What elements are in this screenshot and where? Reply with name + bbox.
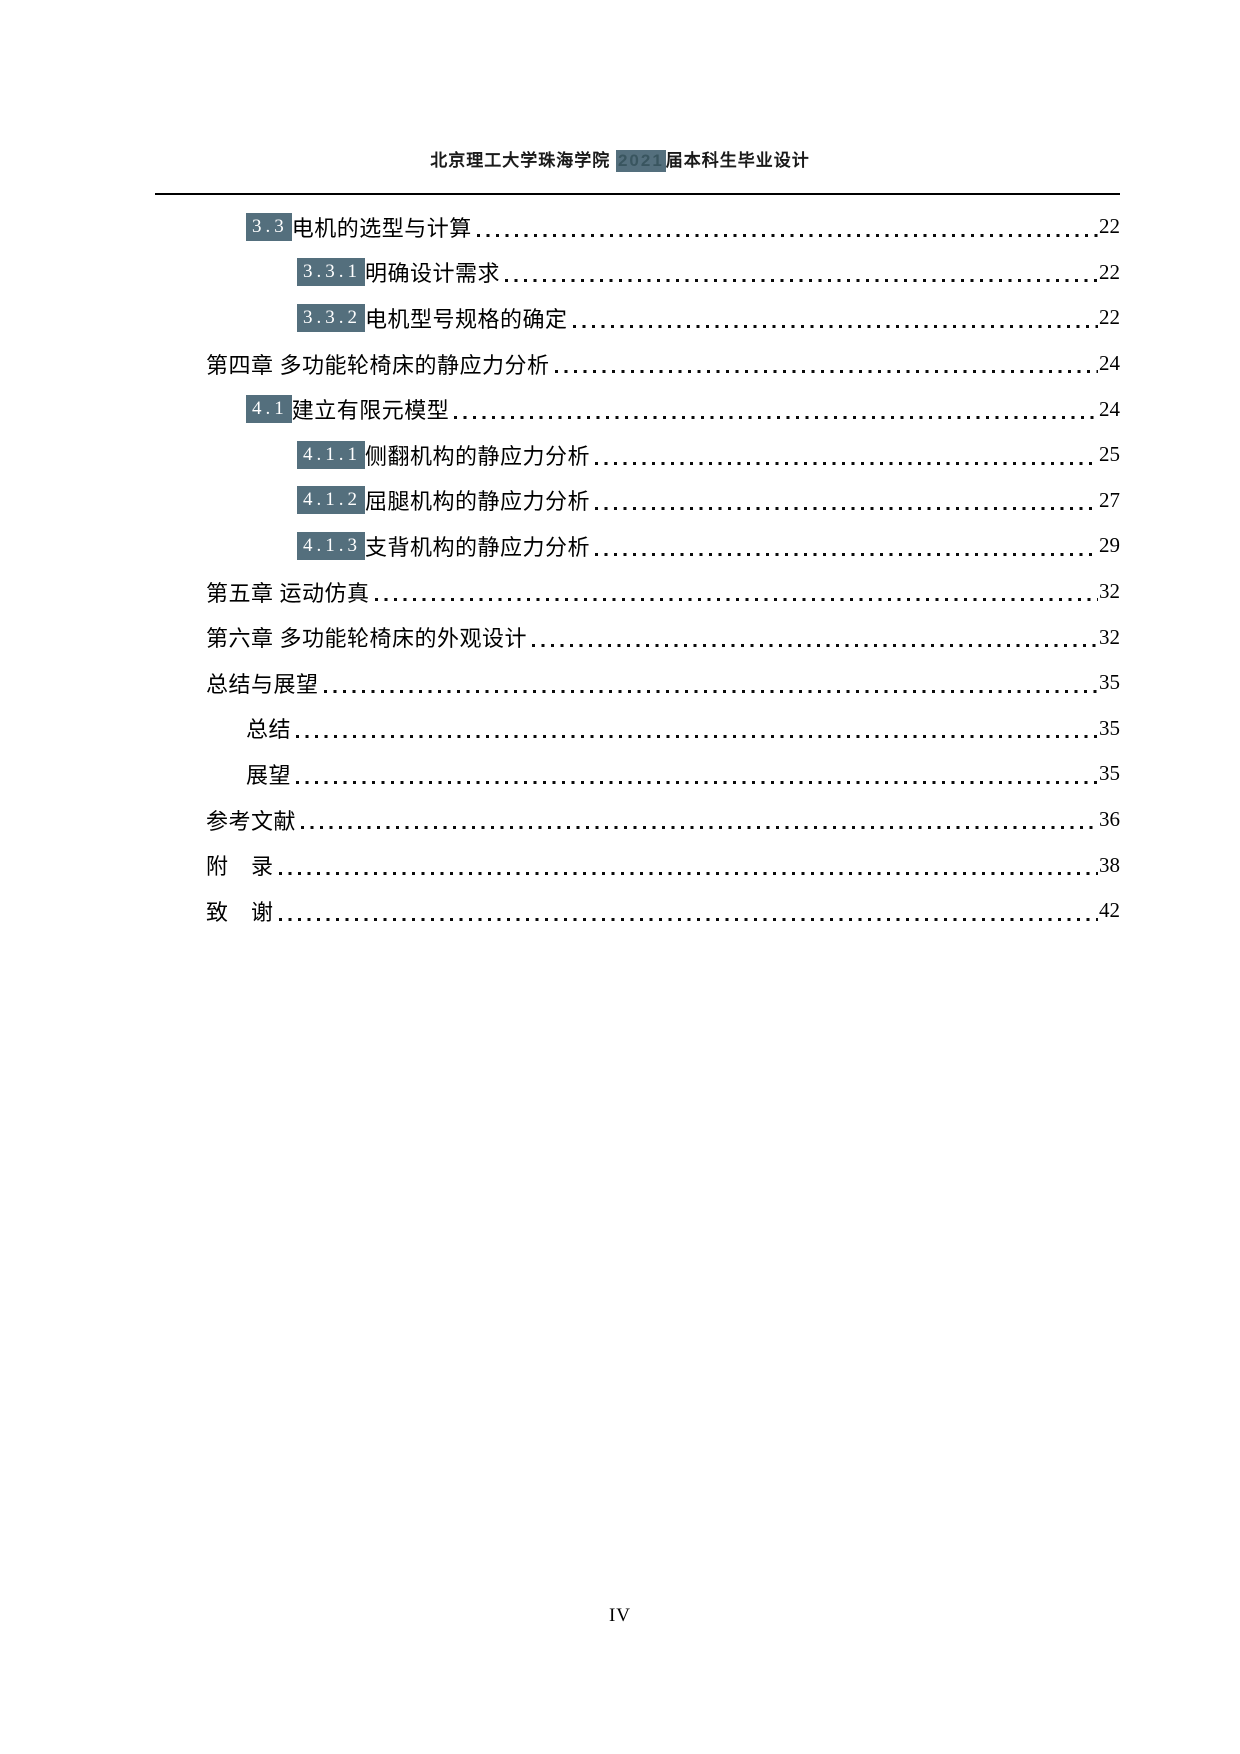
dot-leader <box>505 249 1098 296</box>
toc-entry[interactable]: 4.1.1 侧翻机构的静应力分析 25 <box>206 431 1120 478</box>
dot-leader <box>278 842 1098 888</box>
toc-entry-page: 38 <box>1099 852 1120 877</box>
header-rule <box>155 193 1120 195</box>
toc-entry[interactable]: 4.1.2 屈腿机构的静应力分析 27 <box>206 477 1120 524</box>
toc-entry-title: 明确设计需求 <box>365 261 501 287</box>
toc-entry[interactable]: 第五章 运动仿真 32 <box>206 568 1120 615</box>
dot-leader <box>572 295 1098 341</box>
toc-entry[interactable]: 4.1.3 支背机构的静应力分析 29 <box>206 523 1120 569</box>
toc-entry-title: 附 录 <box>206 854 274 880</box>
toc-entry-title: 支背机构的静应力分析 <box>365 534 591 560</box>
dot-leader <box>454 386 1098 432</box>
toc-entry-title: 第六章 多功能轮椅床的外观设计 <box>206 626 528 652</box>
dot-leader <box>476 204 1098 250</box>
toc-entry-title: 参考文献 <box>206 808 297 834</box>
dot-leader <box>595 477 1098 524</box>
toc-entry[interactable]: 3.3.1 明确设计需求 22 <box>206 249 1120 296</box>
dot-leader <box>278 887 1098 934</box>
toc-entry-page: 24 <box>1099 351 1120 376</box>
toc-entry[interactable]: 4.1 建立有限元模型 24 <box>206 386 1120 432</box>
toc-entry-page: 29 <box>1099 533 1120 558</box>
toc-entry-number: 3.3.1 <box>297 258 365 287</box>
toc-entry-number: 4.1.2 <box>297 486 365 515</box>
dot-leader <box>554 340 1098 387</box>
dot-leader <box>296 705 1098 752</box>
dot-leader <box>595 523 1098 569</box>
page-footer-number: IV <box>608 1605 632 1626</box>
toc-entry[interactable]: 总结 35 <box>206 705 1120 752</box>
toc-entry-page: 32 <box>1099 579 1120 604</box>
toc-entry-number: 4.1.1 <box>297 440 365 469</box>
toc-entry-title: 电机的选型与计算 <box>291 215 472 241</box>
toc-entry[interactable]: 3.3 电机的选型与计算 22 <box>206 204 1120 250</box>
toc-entry-number: 3.3 <box>246 212 292 241</box>
header-institution: 北京理工大学珠海学院 <box>430 151 616 170</box>
toc-entry-number: 4.1.3 <box>297 531 365 560</box>
toc-entry-title: 致 谢 <box>206 899 274 925</box>
toc-entry-title: 建立有限元模型 <box>291 398 450 424</box>
toc-entry-page: 35 <box>1099 715 1120 740</box>
toc-entry-page: 22 <box>1099 259 1120 284</box>
toc-entry[interactable]: 第四章 多功能轮椅床的静应力分析 24 <box>206 340 1120 387</box>
toc-entry-page: 32 <box>1099 624 1120 649</box>
header-year-field: 2021 <box>615 150 666 172</box>
dot-leader <box>301 796 1098 843</box>
header-suffix: 届本科生毕业设计 <box>665 151 810 170</box>
dot-leader <box>532 614 1098 660</box>
table-of-contents: 3.3 电机的选型与计算 22 3.3.1 明确设计需求 22 3.3.2 电机… <box>206 204 1120 934</box>
toc-entry-number: 3.3.2 <box>297 303 365 332</box>
toc-entry-page: 35 <box>1099 761 1120 786</box>
toc-entry-title: 总结与展望 <box>206 671 319 697</box>
toc-entry-title: 总结 <box>246 717 292 743</box>
toc-entry-title: 电机型号规格的确定 <box>365 306 568 332</box>
toc-entry-page: 22 <box>1099 305 1120 330</box>
toc-entry[interactable]: 第六章 多功能轮椅床的外观设计 32 <box>206 614 1120 660</box>
dot-leader <box>595 431 1098 478</box>
toc-entry-page: 36 <box>1099 807 1120 832</box>
toc-entry[interactable]: 总结与展望 35 <box>206 659 1120 706</box>
toc-entry-title: 第四章 多功能轮椅床的静应力分析 <box>206 352 550 378</box>
toc-entry[interactable]: 展望 35 <box>206 751 1120 797</box>
toc-entry-title: 第五章 运动仿真 <box>206 580 370 606</box>
toc-entry-page: 22 <box>1099 214 1120 239</box>
toc-entry-page: 35 <box>1099 670 1120 695</box>
toc-entry-title: 展望 <box>246 762 292 788</box>
dot-leader <box>323 659 1098 706</box>
toc-entry-title: 侧翻机构的静应力分析 <box>365 443 591 469</box>
toc-entry[interactable]: 3.3.2 电机型号规格的确定 22 <box>206 295 1120 341</box>
toc-entry[interactable]: 附 录 38 <box>206 842 1120 888</box>
toc-entry-page: 24 <box>1099 396 1120 421</box>
toc-entry-title: 屈腿机构的静应力分析 <box>365 489 591 515</box>
toc-entry[interactable]: 致 谢 42 <box>206 887 1120 934</box>
dot-leader <box>296 751 1098 797</box>
toc-entry-page: 25 <box>1099 442 1120 467</box>
toc-entry-number: 4.1 <box>246 395 292 424</box>
dot-leader <box>374 568 1098 615</box>
toc-entry-page: 27 <box>1099 487 1120 512</box>
toc-entry[interactable]: 参考文献 36 <box>206 796 1120 843</box>
toc-entry-page: 42 <box>1099 898 1120 923</box>
